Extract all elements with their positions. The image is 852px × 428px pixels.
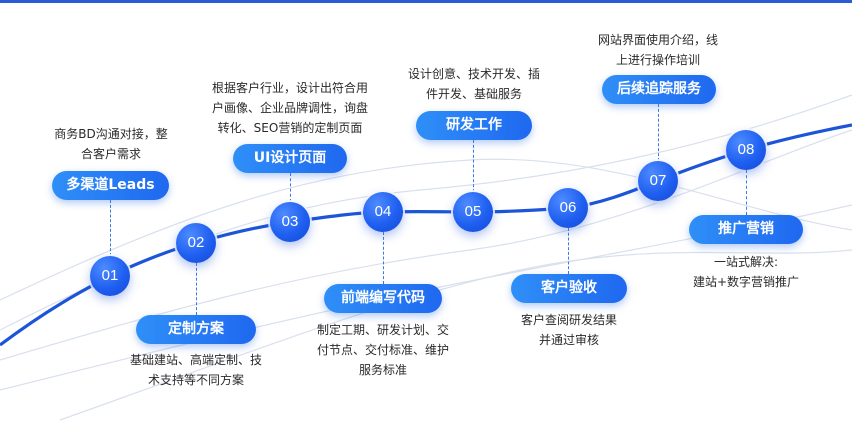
step-07-connector xyxy=(658,104,659,161)
step-03-connector xyxy=(290,173,291,202)
step-01-connector xyxy=(110,200,111,256)
step-06-connector xyxy=(568,228,569,274)
step-01-node: 01 xyxy=(90,256,130,296)
step-02-description: 基础建站、高端定制、技术支持等不同方案 xyxy=(129,353,262,387)
step-02-node: 02 xyxy=(176,223,216,263)
step-06-description: 客户查阅研发结果并通过审核 xyxy=(520,313,617,347)
step-04-description: 制定工期、研发计划、交付节点、交付标准、维护服务标准 xyxy=(316,323,449,377)
step-06-title: 客户验收 xyxy=(511,274,627,303)
step-04-node: 04 xyxy=(363,192,403,232)
step-07-title: 后续追踪服务 xyxy=(602,75,716,104)
step-08-title: 推广营销 xyxy=(689,215,803,244)
step-07-description: 网站界面使用介绍，线上进行操作培训 xyxy=(597,33,718,67)
step-07-node: 07 xyxy=(638,161,678,201)
top-border xyxy=(0,0,852,3)
step-05-description: 设计创意、技术开发、插件开发、基础服务 xyxy=(407,67,540,101)
step-08-description: 一站式解决:建站+数字营销推广 xyxy=(692,255,800,289)
step-05-connector xyxy=(473,140,474,192)
step-08-connector xyxy=(746,170,747,215)
step-05-title: 研发工作 xyxy=(416,111,532,140)
step-04-title: 前端编写代码 xyxy=(324,284,442,313)
step-02-title: 定制方案 xyxy=(136,315,256,344)
step-01-title: 多渠道Leads xyxy=(52,171,169,200)
step-05-node: 05 xyxy=(453,192,493,232)
step-08-node: 08 xyxy=(726,130,766,170)
step-06-node: 06 xyxy=(548,188,588,228)
step-03-description: 根据客户行业，设计出符合用户画像、企业品牌调性，询盘转化、SEO营销的定制页面 xyxy=(211,81,368,135)
step-02-connector xyxy=(196,263,197,315)
step-01-description: 商务BD沟通对接，整合客户需求 xyxy=(54,127,168,161)
step-04-connector xyxy=(383,232,384,284)
step-03-title: UI设计页面 xyxy=(233,144,347,173)
step-03-node: 03 xyxy=(270,202,310,242)
